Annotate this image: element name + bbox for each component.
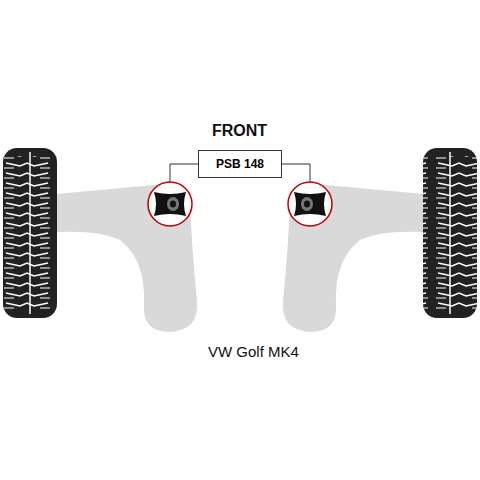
left-wishbone (56, 184, 197, 332)
part-number: PSB 148 (216, 157, 264, 171)
right-tyre (423, 148, 477, 318)
right-bush (288, 182, 332, 226)
left-bush (148, 182, 192, 226)
left-tyre (3, 148, 57, 318)
diagram-title: FRONT (212, 122, 267, 140)
part-number-box: PSB 148 (198, 150, 282, 178)
vehicle-caption: VW Golf MK4 (208, 343, 299, 360)
right-wishbone (283, 184, 424, 332)
